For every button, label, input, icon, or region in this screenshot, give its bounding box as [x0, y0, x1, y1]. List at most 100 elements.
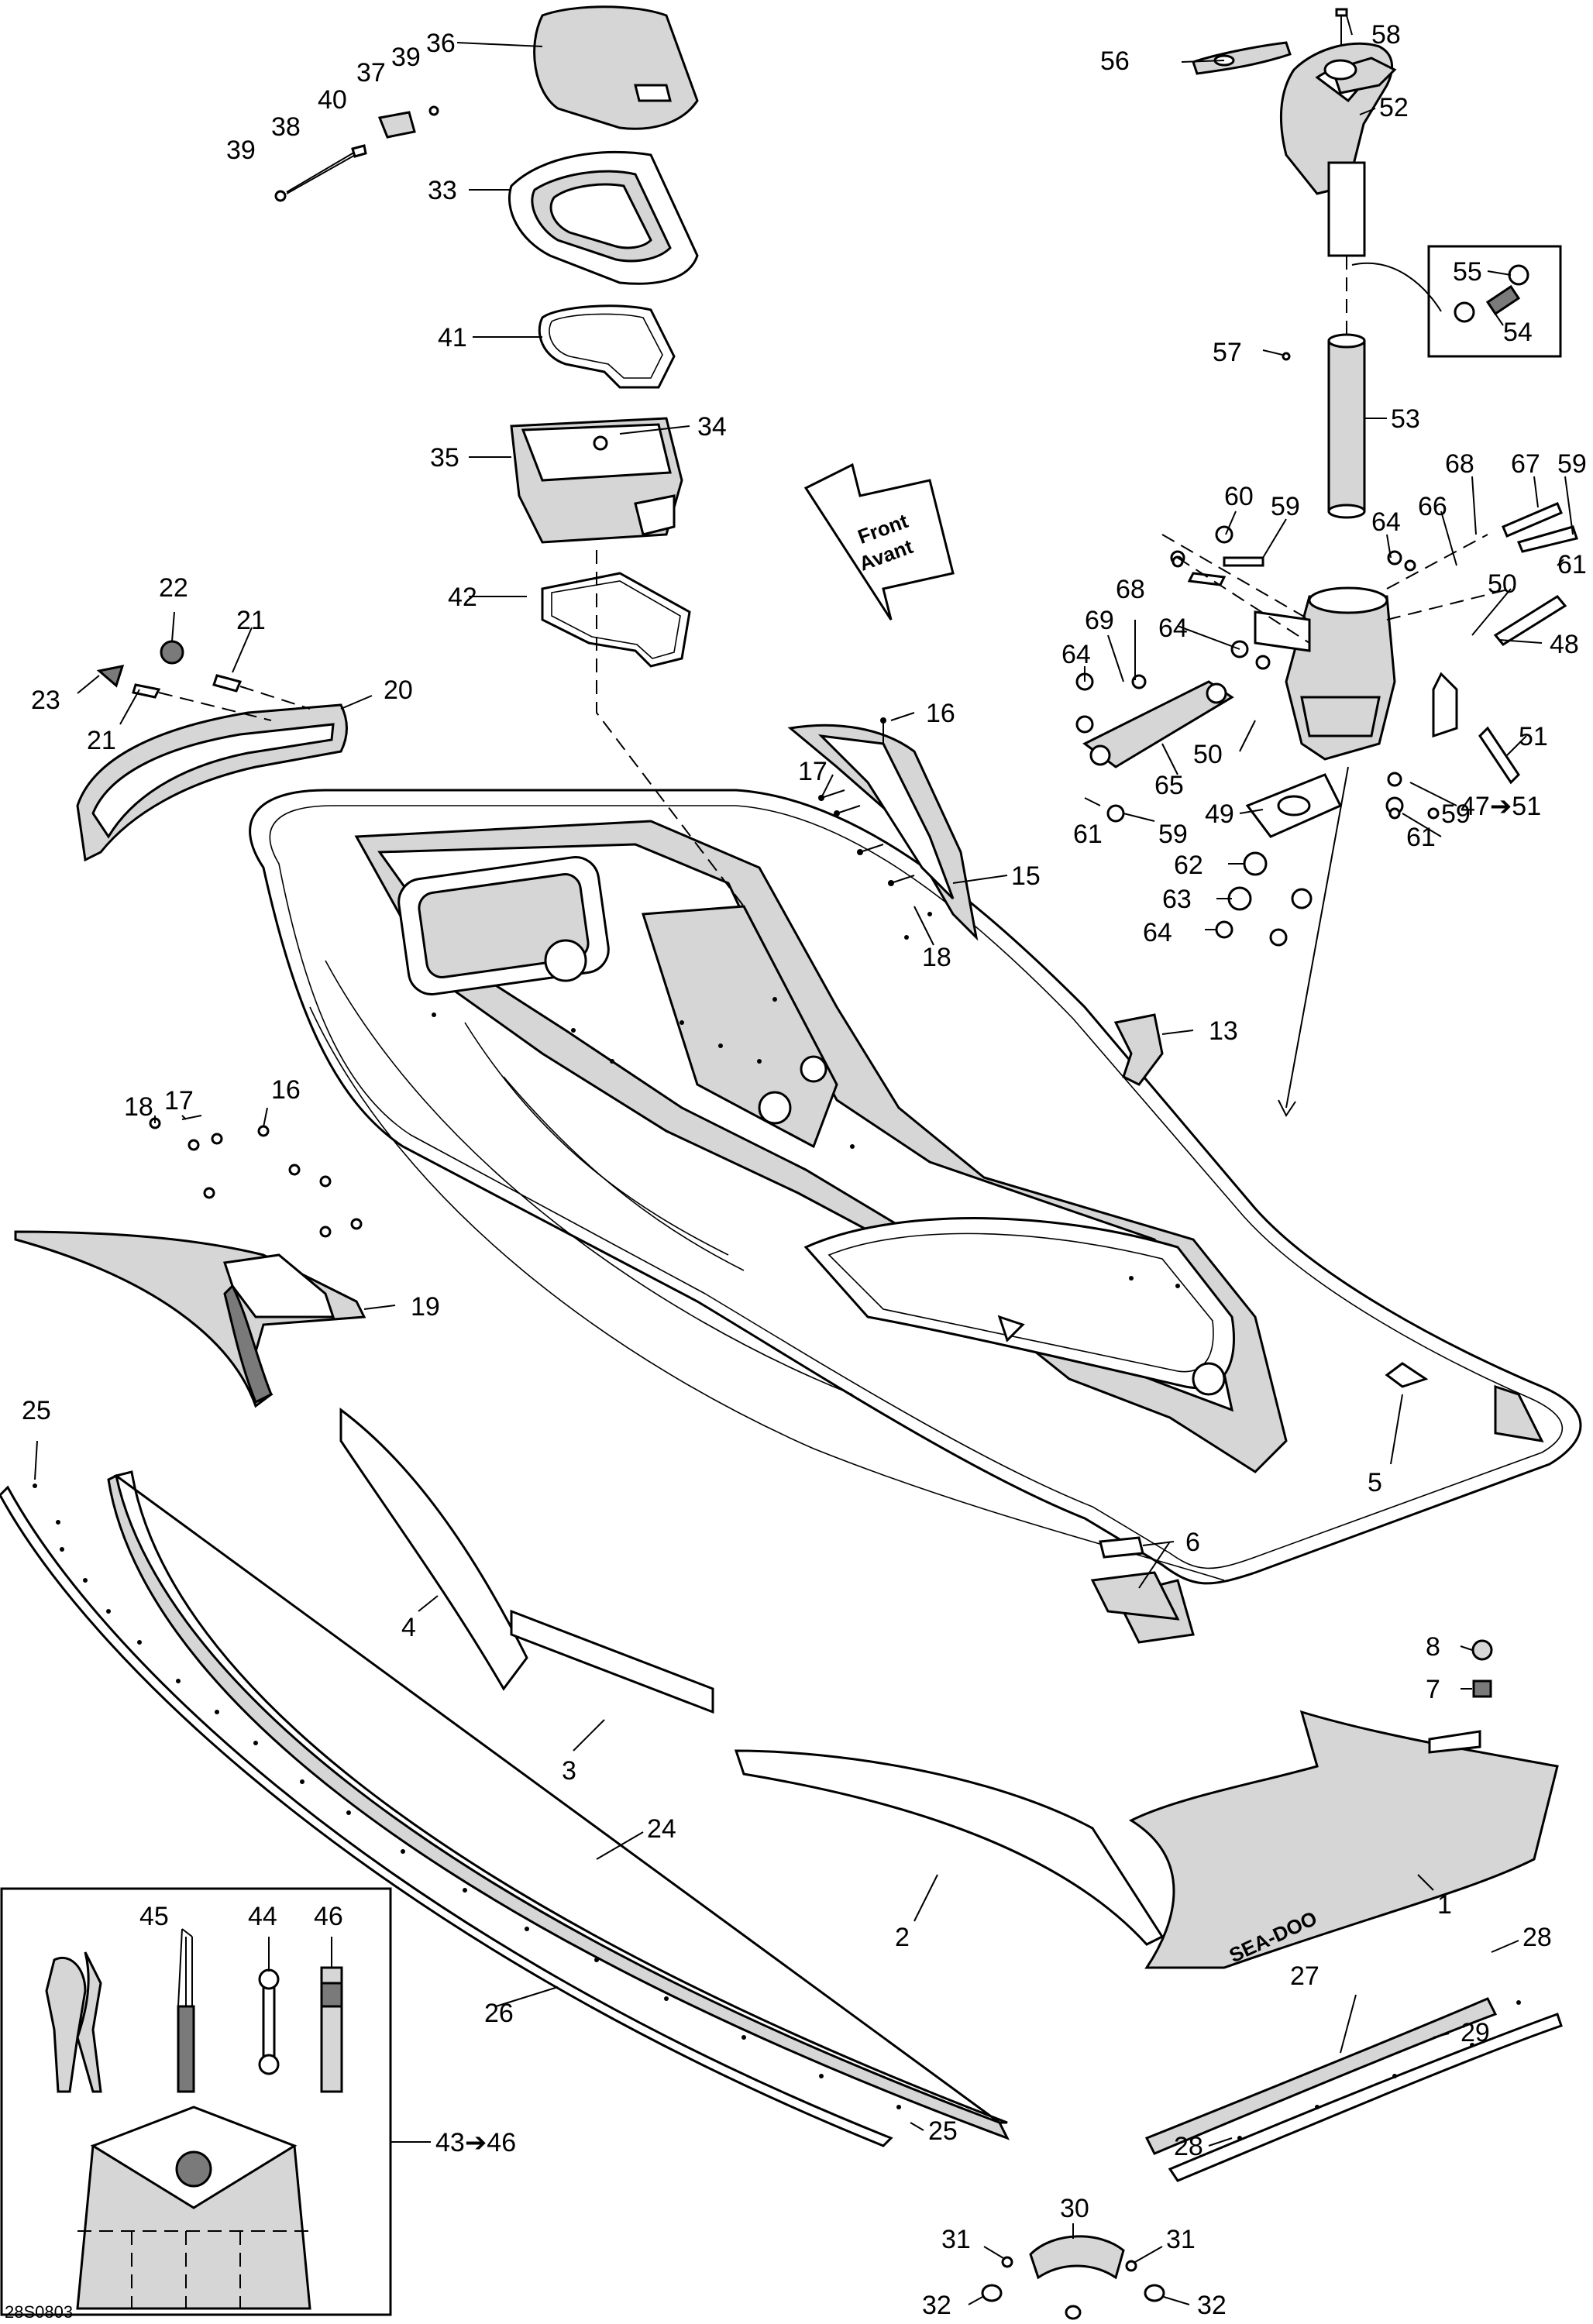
- front-bumper: [76, 640, 348, 862]
- callout-26: 26: [484, 1999, 514, 2028]
- callout-38: 38: [271, 112, 301, 142]
- callout-47-51: 47➔51: [1461, 792, 1541, 821]
- callout-18: 18: [124, 1092, 153, 1122]
- callout-40: 40: [318, 85, 347, 115]
- callout-65: 65: [1154, 771, 1184, 800]
- front-direction-arrow: Front Avant: [803, 462, 955, 621]
- callout-57: 57: [1213, 338, 1242, 367]
- callout-59: 59: [1158, 820, 1188, 849]
- callout-28: 28: [1522, 1923, 1552, 1952]
- callout-67: 67: [1511, 449, 1540, 479]
- callout-43-46: 43➔46: [435, 2128, 516, 2157]
- callout-52: 52: [1379, 93, 1409, 122]
- figure-id: 28S0803: [5, 2302, 73, 2322]
- callout-24: 24: [647, 1814, 676, 1844]
- callout-59: 59: [1557, 449, 1587, 479]
- callout-39: 39: [391, 43, 421, 72]
- callout-31: 31: [1166, 2225, 1196, 2254]
- callout-56: 56: [1100, 46, 1130, 76]
- callout-4: 4: [401, 1613, 416, 1642]
- callout-25: 25: [22, 1396, 51, 1425]
- callout-18: 18: [922, 943, 951, 972]
- tool-kit: [0, 1887, 392, 2316]
- callout-33: 33: [428, 176, 457, 205]
- decals: [339, 1362, 1429, 1946]
- strip-holes: [33, 1483, 1521, 2140]
- callout-46: 46: [314, 1902, 343, 1931]
- callout-7: 7: [1426, 1675, 1440, 1704]
- callout-64: 64: [1158, 614, 1188, 643]
- callout-35: 35: [430, 443, 459, 473]
- callout-61: 61: [1406, 823, 1436, 852]
- callout-61: 61: [1557, 550, 1587, 579]
- gunwale-strips: [0, 1470, 1563, 2182]
- callout-64: 64: [1061, 640, 1091, 669]
- callout-55: 55: [1453, 257, 1482, 287]
- callout-20: 20: [384, 676, 413, 705]
- bracket-13: [1113, 1013, 1164, 1086]
- callout-3: 3: [562, 1756, 576, 1786]
- leader-lines: [34, 15, 1574, 2305]
- bow-cap: [981, 2235, 1165, 2320]
- callout-25: 25: [928, 2116, 958, 2146]
- callout-54: 54: [1503, 318, 1533, 347]
- callout-31: 31: [941, 2225, 971, 2254]
- steering-assembly: [1075, 8, 1578, 1117]
- callout-68: 68: [1445, 449, 1474, 479]
- right-side-panel: [787, 717, 979, 941]
- callout-28: 28: [1174, 2132, 1203, 2161]
- callout-49: 49: [1205, 799, 1234, 829]
- callout-23: 23: [31, 686, 60, 715]
- callout-44: 44: [248, 1902, 277, 1931]
- callout-41: 41: [438, 323, 467, 352]
- callout-59: 59: [1271, 492, 1300, 521]
- callout-21: 21: [236, 606, 266, 635]
- callout-42: 42: [448, 583, 477, 612]
- storage-assembly: [274, 5, 745, 907]
- callout-16: 16: [926, 699, 955, 728]
- callout-6: 6: [1185, 1528, 1200, 1557]
- callout-30: 30: [1060, 2194, 1089, 2223]
- callout-48: 48: [1550, 630, 1579, 659]
- callout-53: 53: [1391, 404, 1420, 434]
- left-panel-screws: [149, 1115, 363, 1238]
- callout-17: 17: [798, 757, 827, 786]
- callout-17: 17: [164, 1086, 194, 1116]
- callout-5: 5: [1368, 1468, 1382, 1497]
- hull-mounting-holes: [432, 912, 1180, 1288]
- callout-32: 32: [922, 2291, 951, 2320]
- callout-15: 15: [1011, 861, 1041, 891]
- callout-69: 69: [1085, 606, 1114, 635]
- callout-19: 19: [411, 1292, 440, 1322]
- callout-39: 39: [226, 136, 256, 165]
- callout-64: 64: [1143, 918, 1172, 947]
- callout-13: 13: [1209, 1016, 1238, 1046]
- callout-60: 60: [1224, 482, 1254, 511]
- callout-32: 32: [1197, 2291, 1227, 2320]
- callout-50: 50: [1488, 569, 1517, 599]
- callout-21: 21: [87, 726, 116, 755]
- callout-61: 61: [1073, 820, 1103, 849]
- callout-34: 34: [697, 412, 727, 442]
- callout-29: 29: [1461, 2018, 1490, 2047]
- callout-59: 59: [1441, 799, 1471, 829]
- callout-68: 68: [1116, 575, 1145, 604]
- callout-27: 27: [1290, 1961, 1319, 1991]
- callout-63: 63: [1162, 885, 1192, 914]
- callout-22: 22: [159, 573, 188, 603]
- callout-64: 64: [1371, 507, 1401, 537]
- callout-51: 51: [1519, 722, 1548, 751]
- callout-45: 45: [139, 1902, 169, 1931]
- callout-62: 62: [1174, 851, 1203, 880]
- callout-50: 50: [1193, 740, 1223, 769]
- callout-37: 37: [356, 58, 386, 88]
- hull: [249, 789, 1582, 1644]
- side-panel-screws: [818, 717, 915, 886]
- callout-66: 66: [1418, 492, 1447, 521]
- sea-doo-plate: SEA-DOO: [1128, 1639, 1559, 1969]
- callout-36: 36: [426, 29, 456, 58]
- callout-1: 1: [1437, 1890, 1452, 1920]
- left-side-panel: [14, 1115, 366, 1408]
- callout-2: 2: [895, 1923, 910, 1952]
